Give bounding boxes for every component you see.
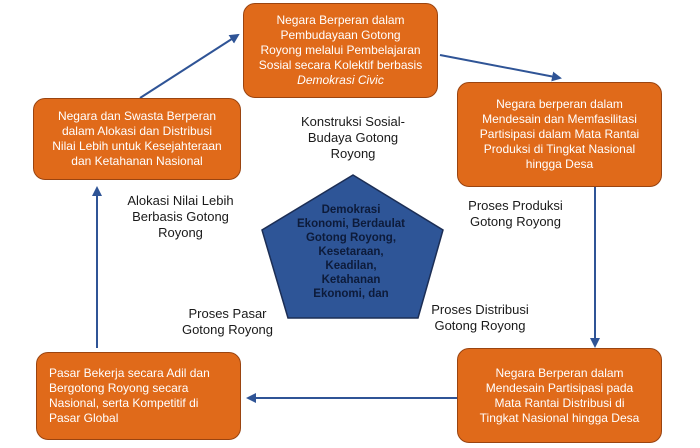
box-right-upper-line2: Mendesain dan Memfasilitasi	[482, 112, 637, 126]
pentagon-line2: Ekonomi, Berdaulat	[297, 218, 405, 230]
box-alokasi-distribusi-nilai: Negara dan Swasta Berperan dalam Alokasi…	[33, 98, 241, 180]
box-left-lower-line3: Nasional, serta Kompetitif di	[49, 396, 199, 410]
box-left-lower-line2: Bergotong Royong secara	[49, 381, 189, 395]
label-alokasi-line3: Royong	[158, 225, 203, 240]
box-right-upper-line3: Partisipasi dalam Mata Rantai	[479, 127, 640, 141]
box-right-upper-line1: Negara berperan dalam	[496, 97, 623, 111]
box-top-line1: Negara Berperan dalam	[276, 13, 405, 27]
box-right-lower-line1: Negara Berperan dalam	[495, 365, 624, 380]
label-proses-distribusi: Proses Distribusi Gotong Royong	[410, 302, 550, 334]
box-left-upper-line4: dan Ketahanan Nasional	[71, 154, 203, 168]
label-alokasi-line2: Berbasis Gotong	[132, 209, 229, 224]
label-alokasi-line1: Alokasi Nilai Lebih	[127, 193, 234, 208]
label-konstruksi-line2: Budaya Gotong	[307, 130, 399, 145]
arrow-top-to-right	[439, 54, 562, 82]
label-konstruksi-line1: Konstruksi Sosial-	[300, 114, 406, 129]
label-distribusi-line1: Proses Distribusi	[431, 302, 529, 317]
label-pasar-line1: Proses Pasar	[188, 306, 267, 321]
pentagon-line3: Gotong Royong,	[305, 232, 397, 244]
center-pentagon	[261, 174, 444, 319]
box-right-lower-line2: Mendesain Partisipasi pada	[485, 380, 634, 395]
label-produksi-line2: Gotong Royong	[469, 214, 562, 229]
box-right-lower-line3: Mata Rantai Distribusi di	[494, 395, 625, 410]
box-left-upper-line1: Negara dan Swasta Berperan	[57, 109, 217, 123]
pentagon-line7: Ekonomi, dan	[313, 288, 389, 300]
box-left-upper-line2: dalam Alokasi dan Distribusi	[61, 124, 213, 138]
label-pasar-line2: Gotong Royong	[181, 322, 274, 337]
box-top-line4: Sosial secara Kolektif berbasis	[258, 58, 423, 72]
box-left-lower-line4: Pasar Global	[49, 411, 119, 425]
arrow-left-upper-to-top	[139, 33, 240, 99]
box-pembudayaan-gotong-royong: Negara Berperan dalam Pembudayaan Gotong…	[243, 3, 438, 98]
box-top-line3: Royong melalui Pembelajaran	[260, 43, 421, 57]
pentagon-line5: Keadilan,	[325, 260, 377, 272]
label-distribusi-line2: Gotong Royong	[434, 318, 526, 333]
label-produksi-line1: Proses Produksi	[468, 198, 563, 213]
pentagon-text: Demokrasi Ekonomi, Berdaulat Gotong Royo…	[296, 203, 406, 311]
box-partisipasi-produksi: Negara berperan dalam Mendesain dan Memf…	[457, 82, 662, 187]
box-top-line5: Demokrasi Civic	[297, 73, 384, 87]
box-right-upper-line5: hingga Desa	[525, 157, 594, 171]
box-right-upper-line4: Produksi di Tingkat Nasional	[483, 142, 636, 156]
box-left-upper-line3: Nilai Lebih untuk Kesejahteraan	[52, 139, 222, 153]
box-pasar-adil: Pasar Bekerja secara Adil dan Bergotong …	[36, 352, 241, 440]
label-konstruksi-sosial-budaya: Konstruksi Sosial- Budaya Gotong Royong	[268, 114, 438, 162]
label-proses-pasar: Proses Pasar Gotong Royong	[160, 306, 295, 338]
box-top-line2: Pembudayaan Gotong	[280, 28, 401, 42]
box-right-lower-line4: Tingkat Nasional hingga Desa	[479, 410, 640, 425]
box-left-lower-line1: Pasar Bekerja secara Adil dan	[49, 366, 210, 380]
label-proses-produksi: Proses Produksi Gotong Royong	[448, 198, 583, 230]
pentagon-line4: Kesetaraan,	[318, 246, 384, 258]
box-partisipasi-distribusi: Negara Berperan dalam Mendesain Partisip…	[457, 348, 662, 443]
pentagon-line6: Ketahanan	[321, 274, 381, 286]
pentagon-line1: Demokrasi	[321, 204, 381, 216]
label-konstruksi-line3: Royong	[330, 146, 376, 161]
label-alokasi-nilai-lebih: Alokasi Nilai Lebih Berbasis Gotong Royo…	[108, 193, 253, 241]
